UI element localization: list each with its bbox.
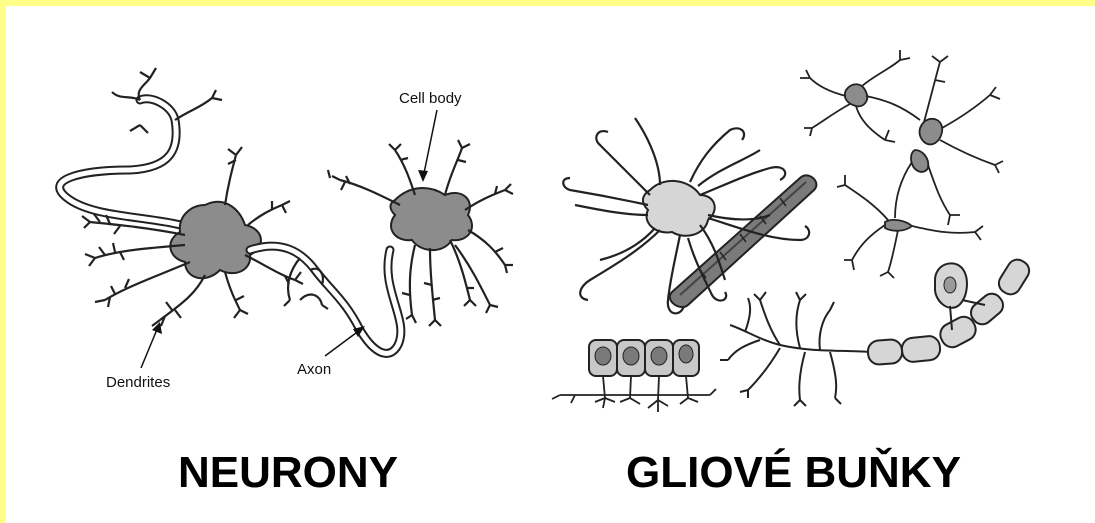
cell-body-label: Cell body bbox=[399, 90, 462, 107]
microglia bbox=[800, 50, 1003, 278]
myelinated-axon bbox=[720, 256, 1033, 406]
neuron-left bbox=[60, 68, 401, 353]
glia-title: GLIOVÉ BUŇKY bbox=[626, 447, 961, 497]
neurons-title: NEURONY bbox=[178, 448, 398, 497]
axon-pointer bbox=[325, 330, 360, 356]
ependymal-cells bbox=[552, 340, 716, 412]
dendrites-pointer bbox=[141, 327, 158, 368]
neuron-right bbox=[328, 140, 513, 326]
cell-body-arrowhead bbox=[418, 170, 428, 182]
cell-body-pointer bbox=[423, 110, 437, 178]
dendrites-label: Dendrites bbox=[106, 374, 170, 391]
axon-label: Axon bbox=[297, 361, 331, 378]
astrocyte bbox=[563, 118, 816, 313]
